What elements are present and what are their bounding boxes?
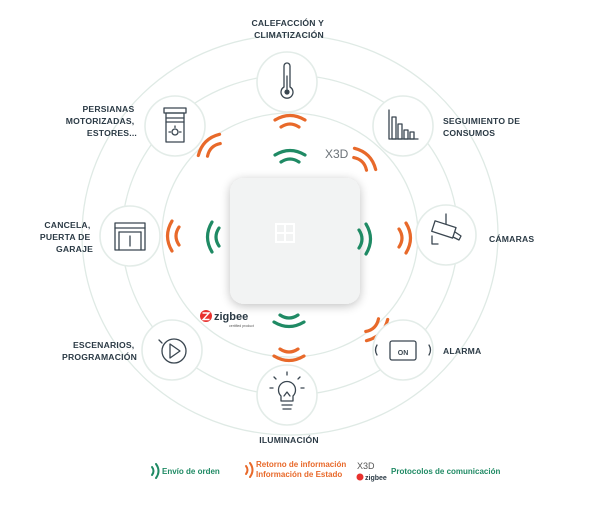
label-scenarios: ESCENARIOS, PROGRAMACIÓN xyxy=(62,340,137,362)
x3d-protocol-label: X3D xyxy=(325,147,349,161)
lightbulb-icon xyxy=(269,371,305,410)
camera-icon xyxy=(431,213,462,245)
label-consumption: SEGUIMIENTO DE CONSUMOS xyxy=(443,116,523,138)
zigbee-certified: certified product xyxy=(229,324,254,328)
hub-device xyxy=(230,178,360,304)
wave-heating-feedback xyxy=(273,113,307,129)
label-heating: CALEFACCIÓN Y CLIMATIZACIÓN xyxy=(251,17,326,40)
label-lighting: ILUMINACIÓN xyxy=(259,434,319,445)
wave-lighting-feedback xyxy=(272,347,306,363)
legend-zigbee-icon xyxy=(356,473,364,481)
legend-protocols: Protocolos de comunicación xyxy=(391,467,500,476)
alarm-signal-icon xyxy=(374,344,432,356)
node-lighting xyxy=(256,364,318,426)
node-blinds xyxy=(144,95,206,157)
legend-x3d: X3D xyxy=(357,461,375,471)
node-heating xyxy=(256,51,318,113)
wave-consumption-feedback xyxy=(352,146,378,172)
thermometer-icon xyxy=(280,62,294,99)
legend-send-icon xyxy=(151,463,160,479)
wave-cameras-feedback xyxy=(397,221,413,255)
wave-lighting-send xyxy=(272,313,306,329)
label-cameras: CÁMARAS xyxy=(489,234,534,244)
wave-left-send xyxy=(205,220,221,254)
wave-gate-feedback xyxy=(165,219,181,253)
garage-gate-icon xyxy=(114,222,146,251)
bar-chart-icon xyxy=(388,109,419,140)
label-alarm: ALARMA xyxy=(443,346,481,356)
legend-send-order: Envío de orden xyxy=(162,467,220,476)
wave-right-send xyxy=(357,222,373,256)
zigbee-badge: zigbee certified product xyxy=(200,310,254,328)
node-alarm: ON xyxy=(372,319,434,381)
window-blinds-icon xyxy=(163,107,187,143)
node-consumption xyxy=(372,95,434,157)
legend-feedback: Retorno de información Información de Es… xyxy=(256,460,348,479)
node-cameras xyxy=(415,204,477,266)
label-gate: CANCELA, PUERTA DE GARAJE xyxy=(40,220,93,254)
node-scenarios xyxy=(141,319,203,381)
alarm-on-button: ON xyxy=(398,350,409,357)
legend-zigbee: zigbee xyxy=(365,475,387,482)
play-icon xyxy=(158,338,187,364)
node-gate xyxy=(99,205,161,267)
zigbee-wordmark: zigbee xyxy=(214,311,248,323)
wave-heating-send xyxy=(273,148,307,164)
legend: Envío de orden Retorno de información In… xyxy=(151,460,500,482)
label-blinds: PERSIANAS MOTORIZADAS, ESTORES... xyxy=(66,104,137,138)
wave-blinds-feedback xyxy=(196,132,222,158)
hub-logo-icon xyxy=(275,223,295,243)
legend-feedback-icon xyxy=(245,462,254,478)
